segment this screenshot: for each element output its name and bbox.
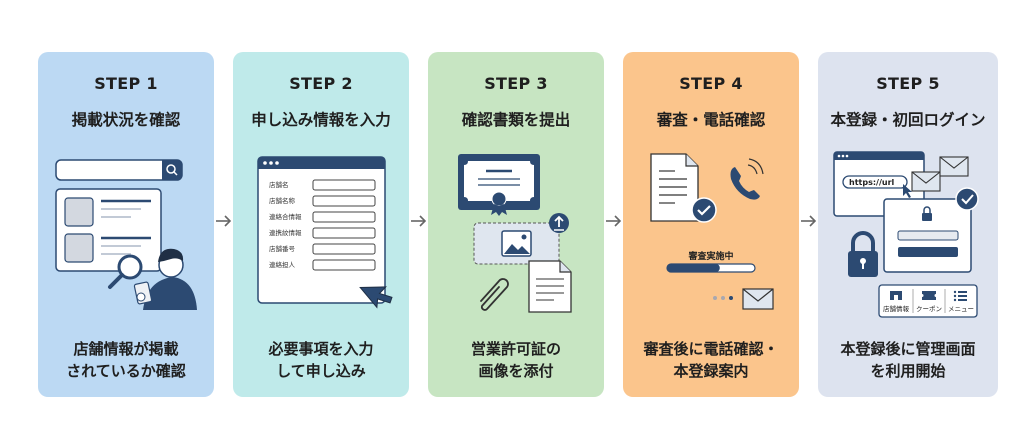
tab-coupon: クーポン	[916, 305, 942, 313]
step-title: 掲載状況を確認	[71, 111, 181, 129]
dot-icon	[721, 296, 725, 300]
login-panel-icon	[883, 198, 972, 273]
tab-menu: メニュー	[948, 305, 974, 313]
upload-icon	[549, 213, 569, 233]
form-field-label: 連絡合情報	[269, 212, 302, 221]
dot-icon	[713, 296, 717, 300]
step-number: STEP 5	[876, 74, 940, 93]
document-icon	[528, 260, 572, 313]
step-illustration: 店舗名 店舗名称 連絡合情報 連携紋情報 店舗番号 連絡担人	[257, 156, 393, 309]
cursor-icon	[903, 184, 912, 198]
step-title: 本登録・初回ログイン	[830, 111, 986, 129]
step-number: STEP 1	[94, 74, 158, 93]
step-card-1: STEP 1 掲載状況を確認	[38, 52, 214, 397]
step-title: 審査・電話確認	[656, 111, 766, 129]
progress-fill	[667, 264, 720, 272]
form-field-label: 連絡担人	[269, 260, 296, 269]
image-upload-icon	[473, 222, 560, 265]
form-field-label: 店舗名称	[269, 196, 296, 205]
review-status-label: 審査実施中	[687, 250, 733, 262]
step-card-5: STEP 5 本登録・初回ログイン https://url	[818, 52, 998, 397]
step-description: 本登録後に管理画面 を利用開始	[840, 340, 976, 380]
check-badge-icon	[955, 187, 979, 211]
step-description: 店舗情報が掲載 されているか確認	[66, 340, 186, 380]
browser-form-icon: 店舗名 店舗名称 連絡合情報 連携紋情報 店舗番号 連絡担人	[257, 156, 386, 304]
dot-icon	[729, 296, 733, 300]
step-illustration	[55, 159, 197, 310]
step-illustration: 審査実施中	[650, 153, 774, 310]
step-card-2: STEP 2 申し込み情報を入力 店舗名 店舗名称 連絡合情報 連携紋情報 店舗…	[233, 52, 409, 397]
certificate-icon	[458, 154, 540, 216]
cursor-icon	[359, 286, 393, 309]
coupon-icon	[922, 291, 936, 300]
step-number: STEP 4	[679, 74, 743, 93]
progress-bar	[666, 263, 756, 273]
step-title: 申し込み情報を入力	[251, 111, 391, 129]
menu-tab-bar: 店舗情報 クーポン メニュー	[878, 284, 978, 318]
search-bar-icon	[55, 159, 183, 181]
form-field-label: 店舗番号	[269, 244, 296, 253]
step-illustration: https://url	[833, 151, 979, 318]
step-card-3: STEP 3 確認書類を提出	[428, 52, 604, 397]
paperclip-icon	[480, 278, 509, 311]
step-illustration	[458, 154, 572, 313]
step-description: 営業許可証の 画像を添付	[470, 340, 561, 380]
store-icon	[890, 291, 902, 300]
step-number: STEP 3	[484, 74, 548, 93]
arrow-right-icon	[216, 215, 232, 227]
padlock-icon	[848, 231, 878, 277]
menu-list-icon	[953, 290, 967, 302]
form-field-label: 連携紋情報	[269, 228, 302, 237]
document-check-icon	[650, 153, 717, 223]
tab-store-info: 店舗情報	[883, 304, 910, 313]
arrow-right-icon	[411, 215, 427, 227]
arrow-right-icon	[801, 215, 817, 227]
person-with-phone-icon	[133, 248, 197, 310]
step-number: STEP 2	[289, 74, 353, 93]
url-text: https://url	[849, 178, 895, 187]
step-title: 確認書類を提出	[461, 111, 571, 129]
step-description: 必要事項を入力 して申し込み	[268, 340, 374, 380]
form-field-label: 店舗名	[269, 180, 289, 189]
listing-card-icon	[55, 188, 162, 272]
mail-icon	[911, 156, 969, 192]
phone-icon	[730, 158, 764, 200]
magnifier-icon	[108, 254, 143, 289]
step-description: 審査後に電話確認・ 本登録案内	[643, 340, 779, 380]
step-card-4: STEP 4 審査・電話確認 審査実施中	[623, 52, 799, 397]
arrow-right-icon	[606, 215, 622, 227]
mail-icon	[742, 288, 774, 310]
